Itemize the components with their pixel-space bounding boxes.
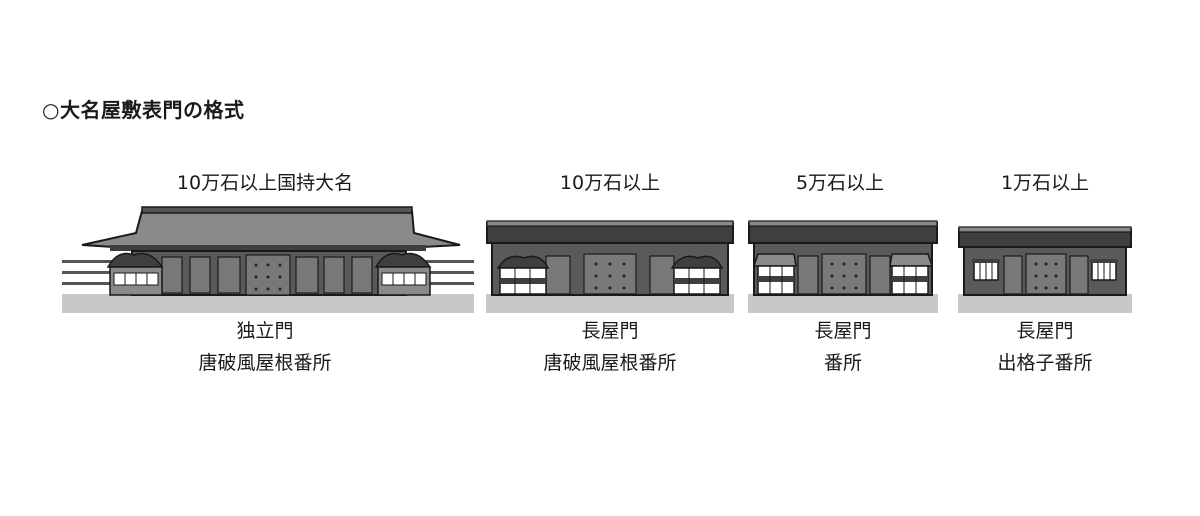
diagram-title: ○大名屋敷表門の格式 — [42, 98, 245, 122]
gate-type-label-nagaya-1: 長屋門 — [581, 320, 639, 342]
gate-type-label-nagaya-3: 長屋門 — [1016, 320, 1074, 342]
guardhouse-label-bansho: 番所 — [823, 352, 862, 374]
guardhouse-label-karahafu-1: 唐破風屋根番所 — [198, 352, 332, 374]
guardhouse-label-degoshi: 出格子番所 — [997, 352, 1093, 374]
gate-illustration-nagaya-degoshi — [958, 226, 1132, 313]
rank-label-50k: 5万石以上 — [795, 172, 885, 194]
gate-illustration-nagaya-bansho — [748, 220, 938, 313]
gate-type-label-independent: 独立門 — [236, 320, 294, 342]
rank-label-kokumochi: 10万石以上国持大名 — [176, 172, 354, 194]
gate-illustration-nagaya-karahafu — [486, 220, 734, 313]
rank-label-10k: 1万石以上 — [1000, 172, 1090, 194]
guardhouse-label-karahafu-2: 唐破風屋根番所 — [543, 352, 677, 374]
gate-illustration-independent — [62, 206, 474, 313]
rank-label-100k: 10万石以上 — [559, 172, 661, 194]
gate-type-label-nagaya-2: 長屋門 — [814, 320, 872, 342]
